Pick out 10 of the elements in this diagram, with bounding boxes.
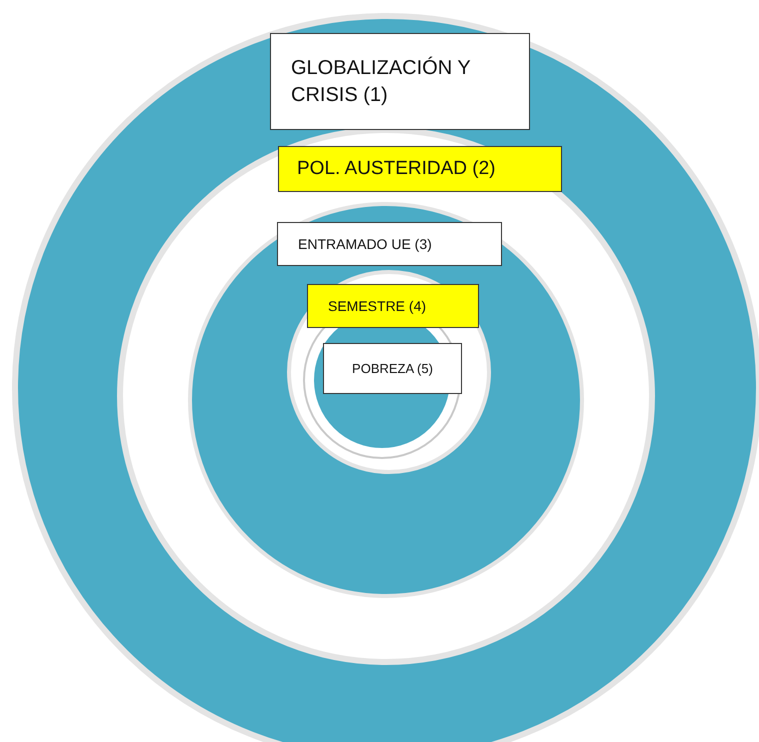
label-box — [307, 284, 479, 328]
box-label: ENTRAMADO UE (3) — [298, 234, 432, 254]
label-box — [323, 343, 462, 394]
label-box — [270, 33, 530, 130]
box-label: GLOBALIZACIÓN Y CRISIS (1) — [291, 56, 472, 108]
label-box — [277, 222, 502, 266]
label-box — [278, 146, 562, 192]
box-label: SEMESTRE (4) — [328, 296, 426, 316]
box-label: POBREZA (5) — [352, 360, 433, 378]
box-label: POL. AUSTERIDAD (2) — [297, 157, 496, 182]
